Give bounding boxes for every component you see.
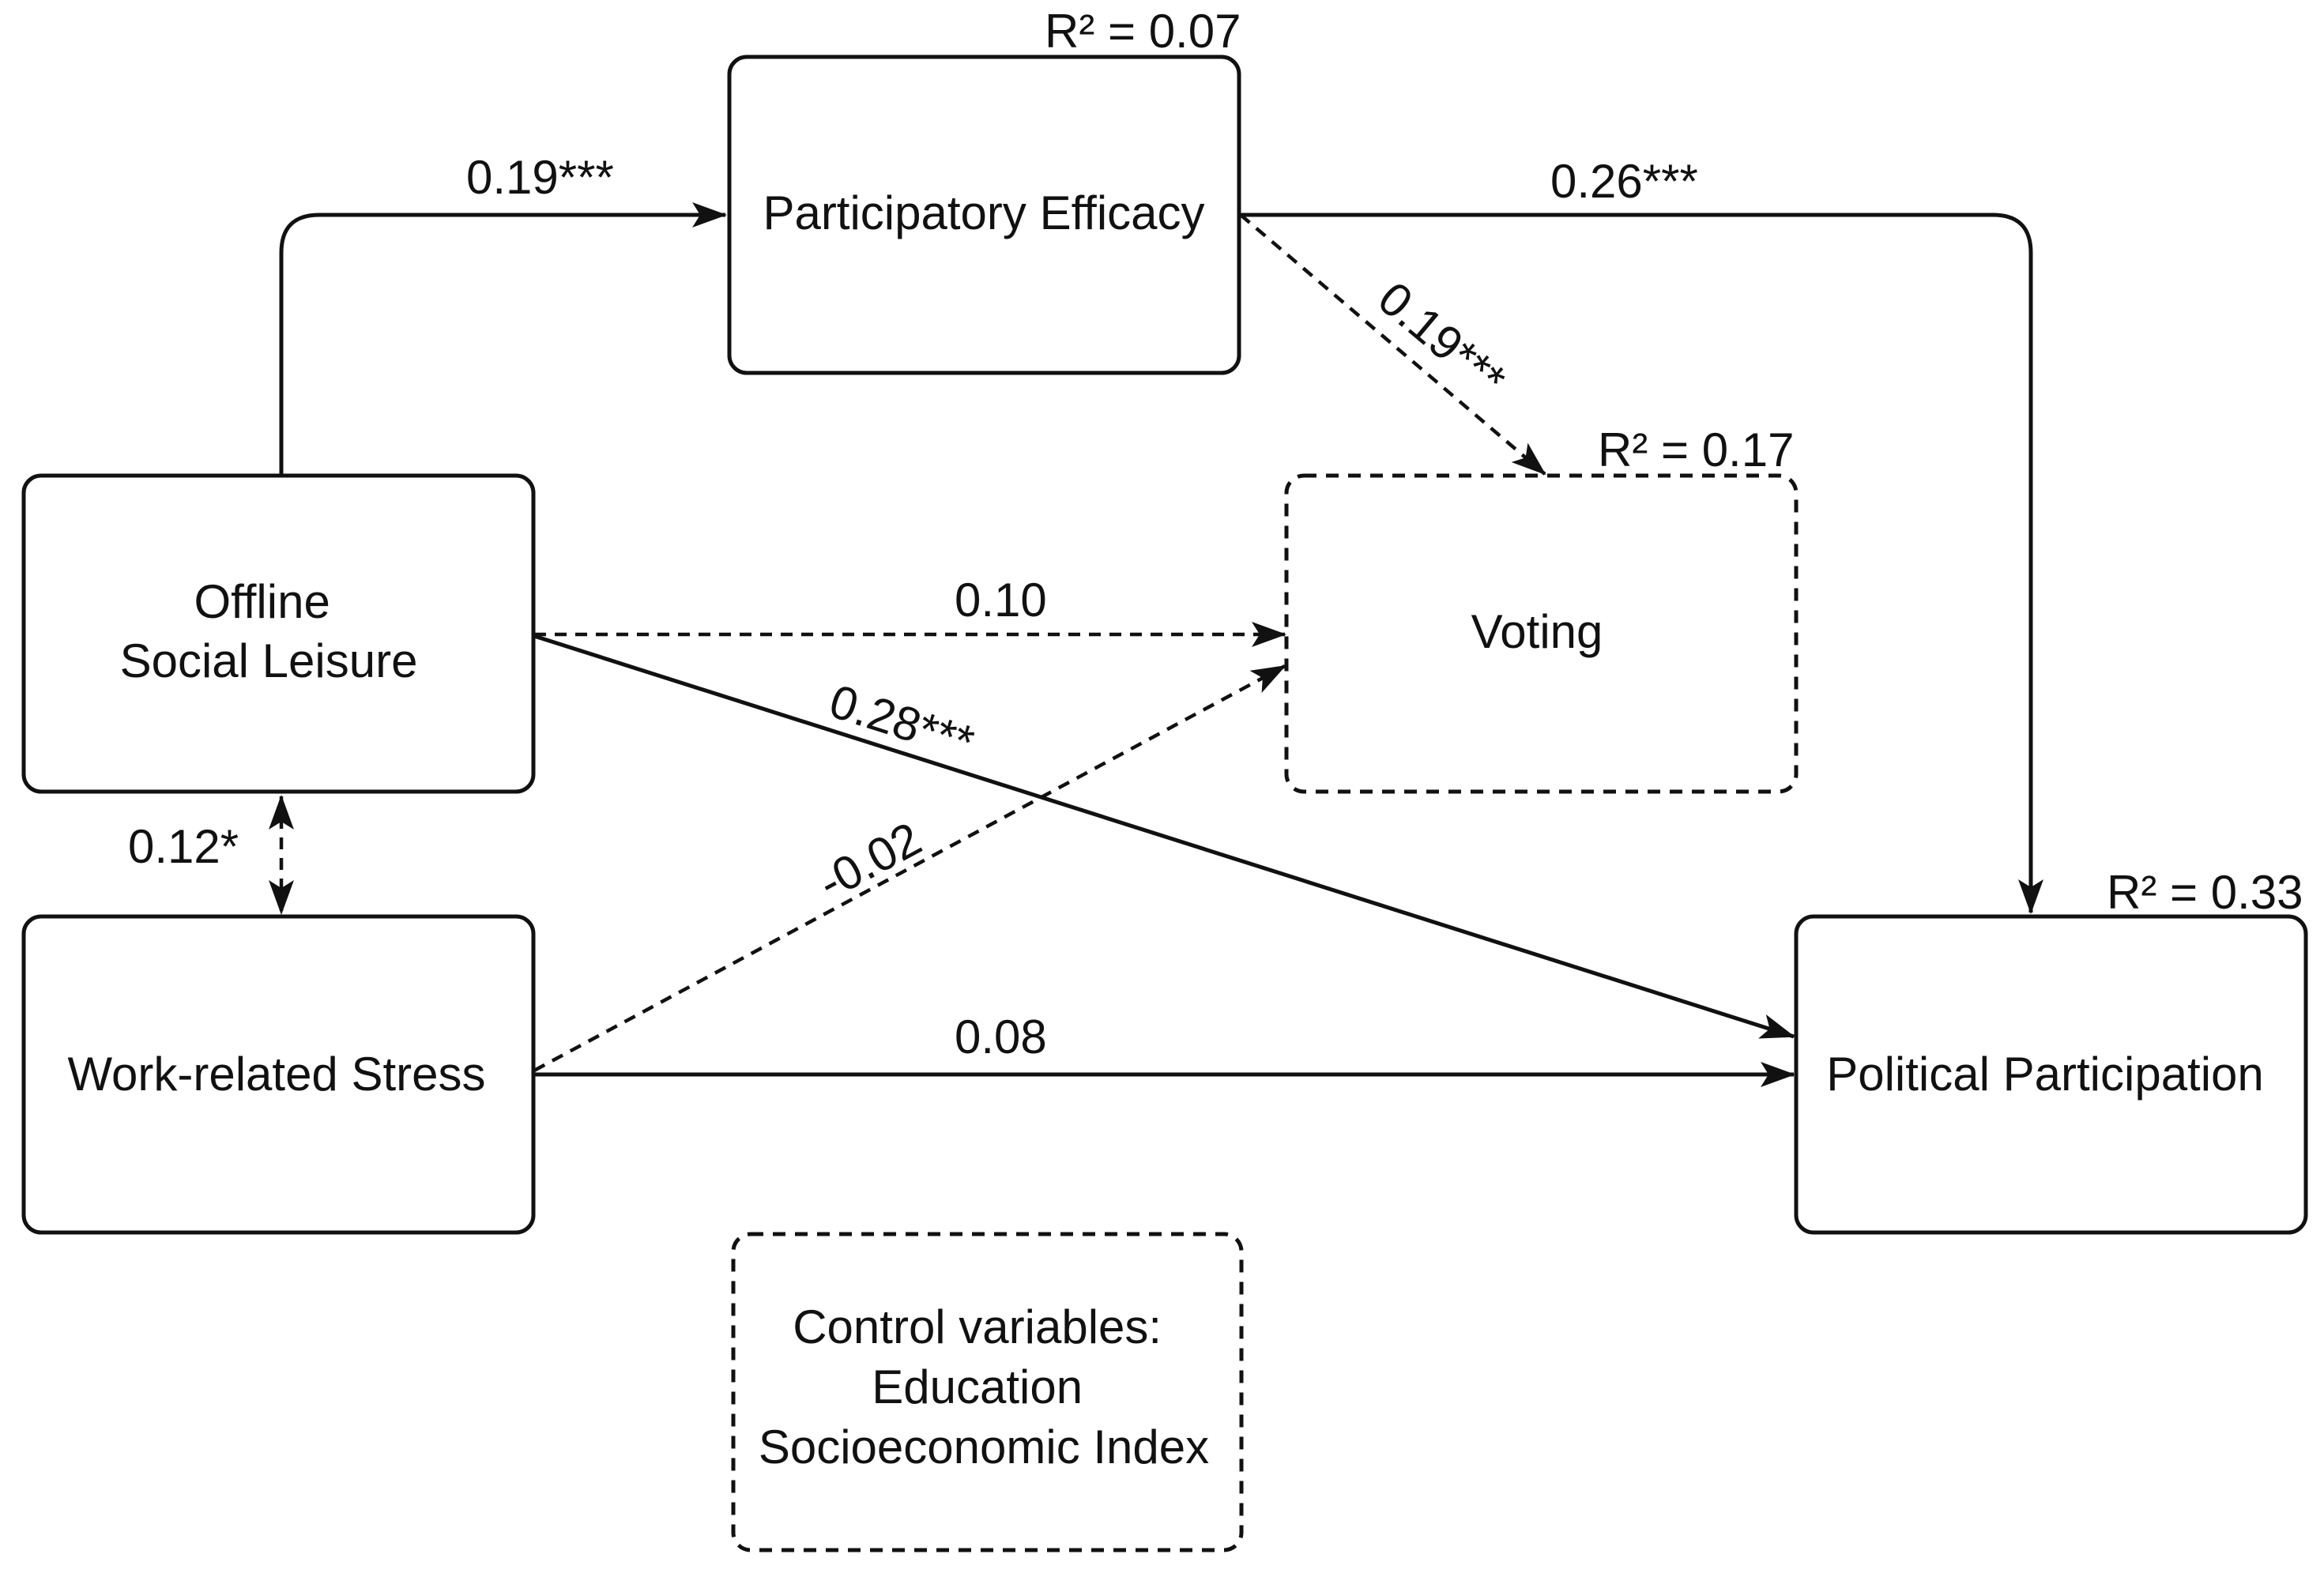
r2-voting: R² = 0.17 — [1598, 423, 1794, 476]
label-participatory-efficacy: Participatory Efficacy — [763, 186, 1204, 239]
label-work-related-stress: Work-related Stress — [67, 1048, 485, 1101]
box-political-participation — [1794, 914, 2308, 1235]
coef-stress-to-participation: 0.08 — [955, 1010, 1047, 1063]
edge-leisure-to-participation — [533, 634, 1795, 1039]
coef-leisure-to-voting: 0.10 — [955, 574, 1047, 627]
coef-efficacy-to-voting: 0.19*** — [1369, 272, 1516, 407]
label-political-participation: Political Participation — [1826, 1048, 2264, 1101]
r2-political-participation: R² = 0.33 — [2107, 866, 2303, 919]
box-voting — [1284, 473, 1799, 794]
edge-efficacy-to-voting — [1239, 213, 1546, 476]
box-participatory-efficacy — [727, 55, 1241, 375]
coef-stress-to-voting: -0.02 — [809, 812, 929, 910]
coef-leisure-to-efficacy: 0.19*** — [466, 151, 614, 204]
label-offline-social-leisure: Offline Social Leisure — [120, 575, 418, 687]
edge-leisure-to-efficacy — [279, 202, 727, 474]
label-control-variables: Control variables: Education Socioeconom… — [759, 1300, 1209, 1473]
r2-participatory-efficacy: R² = 0.07 — [1045, 5, 1241, 58]
box-control-variables — [731, 1232, 1244, 1552]
label-voting: Voting — [1471, 605, 1603, 658]
box-work-related-stress — [21, 914, 536, 1235]
box-offline-social-leisure — [21, 473, 536, 794]
coef-leisure-stress-covariance: 0.12* — [128, 820, 239, 873]
edge-efficacy-to-participation — [1239, 213, 2043, 914]
coef-efficacy-to-participation: 0.26*** — [1550, 155, 1698, 208]
coef-leisure-to-participation: 0.28*** — [823, 675, 980, 770]
